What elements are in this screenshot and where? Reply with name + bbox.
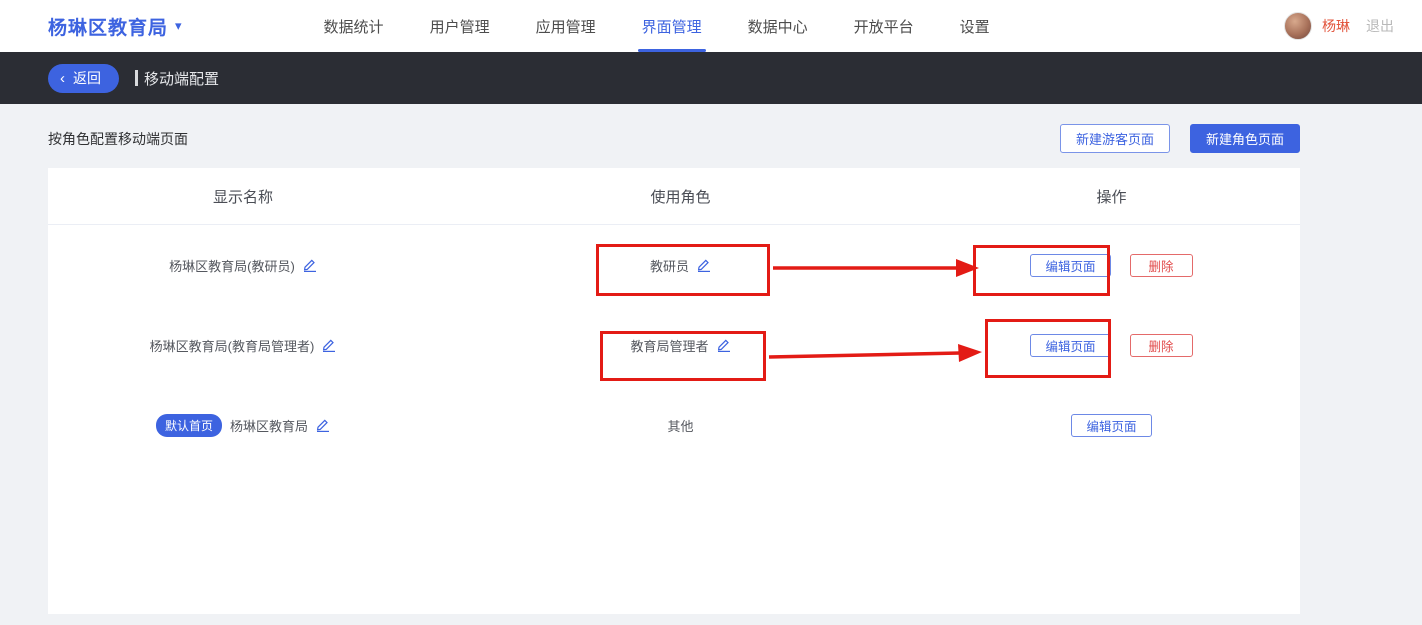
edit-name-pencil-icon[interactable] (316, 418, 330, 432)
table-row: 默认首页 杨琳区教育局 其他 编辑页面 (48, 385, 1300, 465)
nav-item-user-management[interactable]: 用户管理 (429, 18, 490, 36)
new-guest-page-button[interactable]: 新建游客页面 (1059, 124, 1170, 153)
chevron-down-icon: ▾ (175, 18, 182, 33)
column-header-operations: 操作 (1096, 188, 1127, 206)
edit-role-pencil-icon[interactable] (697, 258, 711, 272)
org-logo-title: 杨琳区教育局 (48, 17, 169, 39)
table-row: 杨琳区教育局(教研员) 教研员 编辑页面 删除 (48, 225, 1300, 305)
page-caption: 按角色配置移动端页面 (48, 130, 188, 147)
page-subtitle: 移动端配置 (144, 70, 220, 88)
role-text: 其他 (667, 418, 694, 434)
edit-page-button[interactable]: 编辑页面 (1030, 253, 1111, 277)
column-header-display-name: 显示名称 (212, 188, 273, 206)
nav-item-data-statistics[interactable]: 数据统计 (323, 18, 384, 36)
chevron-left-icon: ‹ (60, 69, 65, 87)
edit-name-pencil-icon[interactable] (322, 338, 336, 352)
display-name-cell: 杨琳区教育局(教育局管理者) (48, 336, 438, 355)
delete-button[interactable]: 删除 (1129, 333, 1193, 357)
display-name-text: 杨琳区教育局 (230, 418, 309, 434)
role-cell: 教育局管理者 (438, 336, 923, 355)
display-name-text: 杨琳区教育局(教研员) (169, 258, 295, 274)
back-label: 返回 (73, 70, 101, 86)
toolbar-buttons: 新建游客页面 新建角色页面 (1059, 124, 1300, 153)
column-header-role: 使用角色 (650, 188, 711, 206)
default-home-badge: 默认首页 (155, 413, 222, 437)
org-switcher[interactable]: 杨琳区教育局 ▾ (48, 13, 182, 40)
edit-page-button[interactable]: 编辑页面 (1030, 333, 1111, 357)
operations-cell: 编辑页面 删除 (923, 333, 1300, 357)
edit-page-button[interactable]: 编辑页面 (1071, 413, 1152, 437)
display-name-cell: 默认首页 杨琳区教育局 (48, 413, 438, 437)
nav-item-interface-management[interactable]: 界面管理 (637, 1, 706, 52)
edit-name-pencil-icon[interactable] (303, 258, 317, 272)
operations-cell: 编辑页面 (923, 413, 1300, 437)
top-nav: 杨琳区教育局 ▾ 数据统计 用户管理 应用管理 界面管理 数据中心 开放平台 设… (0, 0, 1422, 52)
operations-cell: 编辑页面 删除 (923, 253, 1300, 277)
user-area: 杨琳 退出 (1284, 12, 1394, 40)
nav-item-data-center[interactable]: 数据中心 (747, 18, 808, 36)
delete-button[interactable]: 删除 (1129, 253, 1193, 277)
edit-role-pencil-icon[interactable] (717, 338, 731, 352)
username[interactable]: 杨琳 (1322, 18, 1350, 34)
table-row: 杨琳区教育局(教育局管理者) 教育局管理者 编辑页面 删除 (48, 305, 1300, 385)
display-name-text: 杨琳区教育局(教育局管理者) (149, 338, 315, 354)
display-name-cell: 杨琳区教育局(教研员) (48, 256, 438, 275)
role-text: 教育局管理者 (630, 338, 709, 354)
role-page-table: 显示名称 使用角色 操作 杨琳区教育局(教研员) 教研员 编辑页面 删除 (48, 168, 1300, 614)
sub-header: ‹ 返回 移动端配置 (0, 52, 1422, 104)
toolbar: 按角色配置移动端页面 新建游客页面 新建角色页面 (48, 124, 1300, 153)
nav-item-settings[interactable]: 设置 (959, 18, 990, 36)
role-text: 教研员 (649, 258, 689, 274)
title-divider (135, 70, 138, 86)
nav-item-open-platform[interactable]: 开放平台 (853, 18, 914, 36)
role-cell: 教研员 (438, 256, 923, 275)
avatar[interactable] (1284, 12, 1312, 40)
new-role-page-button[interactable]: 新建角色页面 (1189, 124, 1300, 153)
back-button[interactable]: ‹ 返回 (48, 63, 119, 93)
role-cell: 其他 (438, 416, 923, 435)
table-header-row: 显示名称 使用角色 操作 (48, 168, 1300, 225)
nav-items: 数据统计 用户管理 应用管理 界面管理 数据中心 开放平台 设置 (324, 1, 990, 52)
nav-item-app-management[interactable]: 应用管理 (535, 18, 596, 36)
logout-link[interactable]: 退出 (1366, 18, 1394, 34)
